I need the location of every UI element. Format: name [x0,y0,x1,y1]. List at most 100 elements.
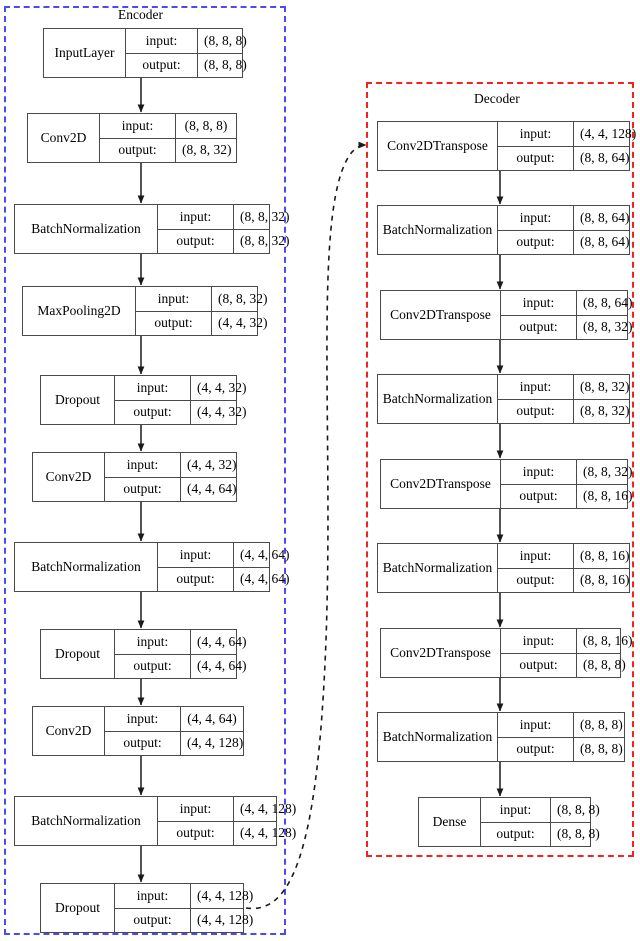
output-label: output: [481,822,551,846]
layer-name: Conv2DTranspose [378,122,498,170]
layer-shape-table: input: (8, 8, 8) output:(8, 8, 8) [498,713,624,761]
output-label: output: [498,568,574,592]
shape-row-input: input:(8, 8, 8) [126,29,247,54]
layer-shape-table: input:(8, 8, 16)output:(8, 8, 16) [498,544,630,592]
output-label: output: [501,484,577,508]
shape-row-output: output: (4, 4, 64) [105,477,237,501]
output-label: output: [105,477,181,501]
output-label: output: [100,138,176,162]
shape-row-output: output: (8, 8, 32) [501,315,633,339]
output-shape-value: (4, 4, 64) [187,481,237,497]
shape-row-output: output:(8, 8, 64) [498,146,630,170]
output-shape-value: (4, 4, 128) [197,912,254,928]
input-shape-value: (8, 8, 32) [580,378,630,394]
shape-row-output: output: (8, 8, 16) [501,484,633,508]
layer-name: Dropout [41,630,115,678]
layer-name: Dropout [41,884,115,932]
input-label: input: [501,460,577,484]
layer-name: Dropout [41,376,115,424]
layer-shape-table: input:(4, 4, 64)output:(4, 4, 64) [158,543,290,591]
output-label: output: [158,567,234,591]
layer-shape-table: input:(4, 4, 32)output:(4, 4, 32) [115,376,247,424]
shape-row-input: input:(8, 8, 16) [498,544,630,569]
shape-row-input: input:(8, 8, 64) [498,206,630,231]
output-shape-value: (8, 8, 16) [583,488,633,504]
output-label: output: [498,737,574,761]
layer-name: BatchNormalization [15,543,158,591]
layer-shape-table: input:(4, 4, 128)output:(8, 8, 64) [498,122,636,170]
shape-row-input: input:(8, 8, 32) [158,205,290,230]
layer-shape-table: input:(4, 4, 64)output:(4, 4, 128) [105,707,243,755]
output-shape-value: (4, 4, 32) [218,315,268,331]
shape-row-output: output: (8, 8, 32) [100,138,236,162]
layer-name: BatchNormalization [15,797,158,845]
shape-row-output: output: (8, 8, 8) [481,822,600,846]
input-shape-value: (8, 8, 8) [580,716,623,732]
output-shape-value: (8, 8, 32) [182,142,232,158]
output-shape-value: (8, 8, 8) [583,657,626,673]
shape-row-input: input:(4, 4, 64) [115,630,247,655]
layer-name: Conv2D [33,453,105,501]
shape-row-input: input:(8, 8, 64) [501,291,633,316]
layer-name: BatchNormalization [378,713,498,761]
input-shape-value: (4, 4, 32) [187,456,237,472]
shape-row-output: output:(4, 4, 128) [115,908,253,932]
shape-row-output: output: (8, 8, 8) [501,653,626,677]
layer-shape-table: input:(8, 8, 64)output: (8, 8, 32) [501,291,633,339]
shape-row-input: input:(4, 4, 128) [498,122,636,147]
shape-row-output: output:(8, 8, 16) [498,568,630,592]
input-label: input: [481,798,551,822]
input-shape-value: (8, 8, 8) [557,801,600,817]
output-shape-value: (8, 8, 8) [557,826,600,842]
shape-row-input: input:(8, 8, 16) [501,629,633,654]
shape-row-output: output:(8, 8, 32) [158,229,290,253]
input-label: input: [498,122,574,146]
input-label: input: [501,291,577,315]
shape-row-input: input:(4, 4, 128) [115,884,253,909]
shape-row-output: output:(8, 8, 8) [498,737,624,761]
output-label: output: [501,653,577,677]
input-shape-value: (8, 8, 64) [580,209,630,225]
input-shape-value: (8, 8, 32) [583,463,633,479]
layer-name: Dense [419,798,481,846]
output-shape-value: (8, 8, 8) [204,57,247,73]
input-shape-value: (4, 4, 128) [240,800,297,816]
input-label: input: [158,543,234,567]
input-label: input: [498,713,574,737]
input-label: input: [115,376,191,400]
shape-row-input: input: (4, 4, 128) [158,797,296,822]
decoder-group-frame [366,82,634,857]
output-label: output: [136,311,212,335]
layer-name: Conv2D [33,707,105,755]
input-shape-value: (4, 4, 128) [197,887,254,903]
layer-shape-table: input:(8, 8, 8)output:(8, 8, 8) [126,29,247,77]
input-label: input: [105,453,181,477]
output-label: output: [105,731,181,755]
input-shape-value: (8, 8, 8) [204,32,247,48]
layer-shape-table: input:(8, 8, 16)output: (8, 8, 8) [501,629,633,677]
shape-row-output: output:(4, 4, 32) [115,400,247,424]
layer-name: InputLayer [44,29,126,77]
input-label: input: [158,797,234,821]
layer-shape-table: input: (4, 4, 128)output: (4, 4, 128) [158,797,296,845]
layer-shape-table: input:(4, 4, 128)output:(4, 4, 128) [115,884,253,932]
output-label: output: [501,315,577,339]
shape-row-output: output: (4, 4, 32) [136,311,268,335]
layer-shape-table: input: (4, 4, 32) output: (4, 4, 64) [105,453,237,501]
output-label: output: [158,821,234,845]
output-shape-value: (8, 8, 32) [583,319,633,335]
